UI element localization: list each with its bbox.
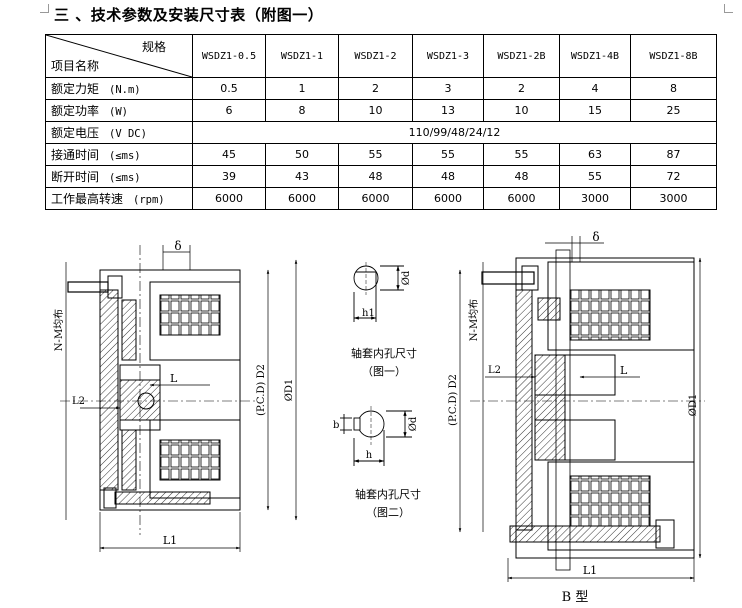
right-nm-label: N-M均布 xyxy=(468,299,480,341)
left-l-label: L xyxy=(170,372,178,385)
spec-table: 规格 项目名称 WSDZ1-0.5 WSDZ1-1 WSDZ1-2 WSDZ1-… xyxy=(45,34,717,210)
fig1-sub: （图一） xyxy=(362,365,406,378)
section-title: 三 、技术参数及安装尺寸表（附图一） xyxy=(54,6,324,24)
bore-figure-2 xyxy=(340,406,412,466)
table-cell: 6000 xyxy=(412,187,484,210)
table-cell: 87 xyxy=(630,143,717,166)
table-cell: 3000 xyxy=(630,187,717,210)
bore-figure-1 xyxy=(353,262,404,322)
fig2-h-label: h xyxy=(366,450,373,461)
fig1-caption: 轴套内孔尺寸 xyxy=(351,346,417,360)
table-row: 额定力矩(N.m) 0.5 1 2 3 2 4 8 xyxy=(45,77,717,100)
table-cell: 55 xyxy=(338,143,413,166)
table-cell: 48 xyxy=(412,165,484,188)
diagonal-line xyxy=(46,35,192,77)
page-corner-mark xyxy=(724,4,733,13)
fig2-od-label: Ød xyxy=(408,416,419,431)
fig2-caption: 轴套内孔尺寸 xyxy=(355,487,421,501)
model-header: WSDZ1-2B xyxy=(483,34,560,78)
table-cell: 6000 xyxy=(192,187,266,210)
header-corner-cell: 规格 项目名称 xyxy=(45,34,193,78)
right-delta-label: δ xyxy=(592,230,599,244)
row-label: 额定功率(W) xyxy=(45,99,193,122)
left-l2-label: L2 xyxy=(72,396,85,407)
table-cell: 6000 xyxy=(483,187,560,210)
left-dimensions xyxy=(65,245,298,552)
fig1-h1-label: h1 xyxy=(362,308,375,319)
right-dimensions xyxy=(458,236,702,582)
header-item-label: 项目名称 xyxy=(51,59,100,73)
left-nm-label: N-M均布 xyxy=(53,309,65,351)
left-l1-label: L1 xyxy=(163,534,177,547)
right-od1-label: ØD1 xyxy=(688,394,699,417)
fig1-od-label: Ød xyxy=(401,270,412,285)
right-brake-drawing xyxy=(470,249,705,571)
model-header: WSDZ1-4B xyxy=(559,34,631,78)
table-row: 额定电压(V DC) 110/99/48/24/12 xyxy=(45,121,717,144)
right-l1-label: L1 xyxy=(583,564,597,577)
row-label: 工作最高转速(rpm) xyxy=(45,187,193,210)
table-row: 断开时间(≤ms) 39 43 48 48 48 55 72 xyxy=(45,165,717,188)
table-row: 工作最高转速(rpm) 6000 6000 6000 6000 6000 300… xyxy=(45,187,717,210)
right-pcd-label: (P.C.D) D2 xyxy=(448,374,459,426)
right-l-label: L xyxy=(620,364,628,377)
table-cell: 25 xyxy=(630,99,717,122)
right-l2-label: L2 xyxy=(488,365,501,376)
model-header: WSDZ1-1 xyxy=(265,34,339,78)
table-cell: 3000 xyxy=(559,187,631,210)
fig2-b-label: b xyxy=(333,420,339,431)
left-od1-label: ØD1 xyxy=(284,379,295,402)
header-spec-label: 规格 xyxy=(141,40,166,54)
right-caption: B 型 xyxy=(562,590,589,605)
left-delta-label: δ xyxy=(174,239,181,253)
left-pcd-label: (P.C.D) D2 xyxy=(256,364,267,416)
table-cell: 6000 xyxy=(265,187,339,210)
left-brake-drawing xyxy=(60,245,255,535)
fig2-sub: （图二） xyxy=(366,506,410,519)
model-header: WSDZ1-8B xyxy=(630,34,717,78)
page-corner-mark xyxy=(40,4,49,13)
